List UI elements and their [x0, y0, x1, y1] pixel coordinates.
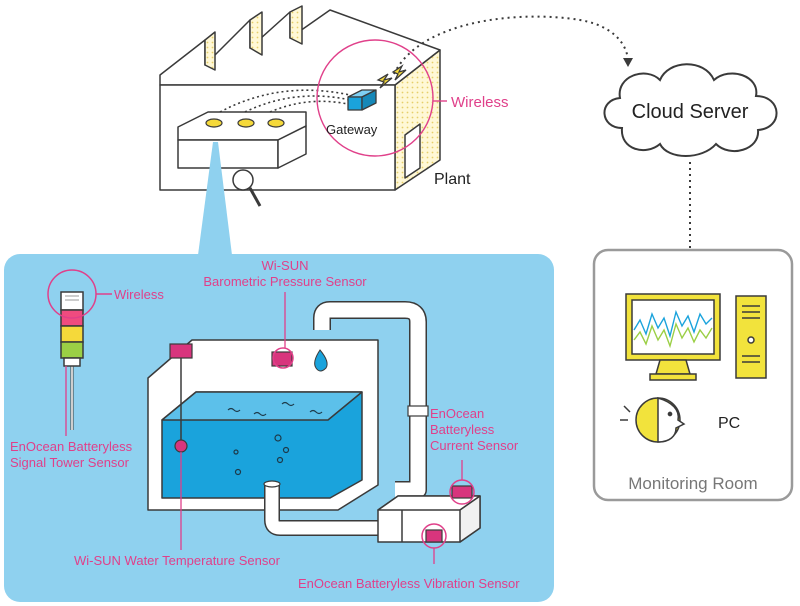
water-waves [227, 401, 323, 417]
monitor-graph [633, 309, 713, 349]
water-tank [147, 339, 379, 511]
plant-building [159, 5, 441, 191]
water-drop-icon [314, 349, 328, 372]
cloud-server-label: Cloud Server [632, 101, 749, 123]
pc-label: PC [718, 415, 740, 432]
gateway-icon [347, 89, 377, 111]
leader-lines [65, 292, 463, 564]
water-temp-label: Wi-SUN Water Temperature Sensor [74, 553, 281, 568]
wireless-links-plant [219, 89, 353, 113]
current-sensor [451, 485, 473, 499]
water-temp-sensor [174, 439, 188, 453]
current-sensor-label-line3: Current Sensor [430, 438, 519, 453]
water-bubbles [233, 434, 290, 476]
barometric-label-line1: Wi-SUN [262, 258, 309, 273]
gateway-label: Gateway [326, 122, 378, 137]
monitor-icon [625, 293, 721, 381]
sensor-marker-tower [169, 343, 193, 359]
machine-lamps [205, 118, 285, 128]
barometric-sensor [271, 351, 293, 367]
pc-tower-icon [735, 295, 767, 379]
wireless-range-circle [316, 39, 434, 157]
tower-wireless-label: Wireless [114, 287, 164, 302]
pump-unit [377, 495, 481, 543]
operator-face-icon [620, 397, 686, 443]
cloud-icon [603, 63, 778, 157]
zoom-beam [198, 142, 232, 255]
barometric-label-line2: Barometric Pressure Sensor [203, 274, 367, 289]
current-sensor-label-line2: Batteryless [430, 422, 495, 437]
current-sensor-label-line1: EnOcean [430, 406, 484, 421]
signal-tower-label-line1: EnOcean Batteryless [10, 439, 133, 454]
magnifier-icon [232, 169, 262, 207]
signal-tower-label-line2: Signal Tower Sensor [10, 455, 130, 470]
vibration-sensor [425, 529, 443, 543]
vibration-label: EnOcean Batteryless Vibration Sensor [298, 576, 520, 591]
signal-bolt-icon [376, 64, 407, 89]
plant-wireless-label: Wireless [451, 94, 509, 111]
monitoring-room-label: Monitoring Room [628, 474, 757, 493]
plant-label: Plant [434, 171, 471, 188]
